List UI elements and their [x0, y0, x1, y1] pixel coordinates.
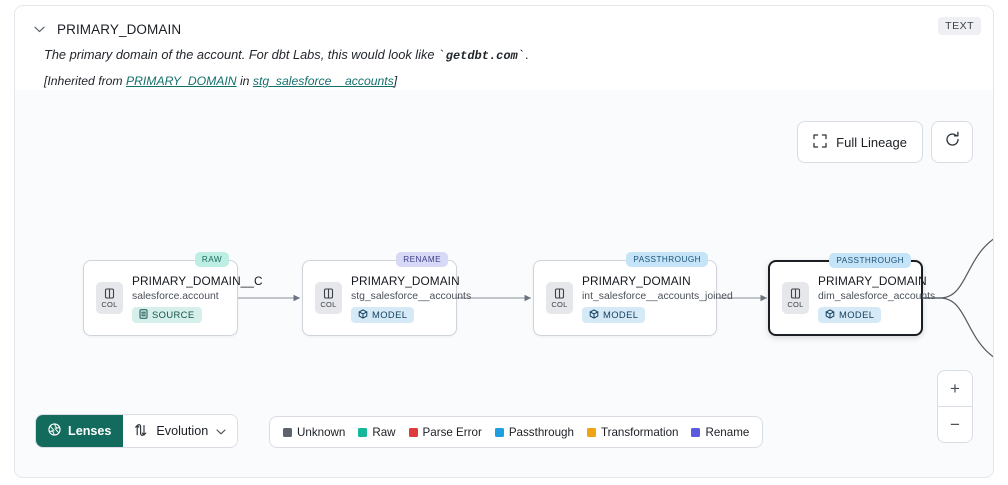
- description-suffix: .: [525, 47, 530, 62]
- node-name: PRIMARY_DOMAIN: [351, 273, 460, 288]
- column-header: PRIMARY_DOMAIN TEXT The primary domain o…: [15, 6, 993, 90]
- column-icon: COL: [96, 282, 123, 314]
- legend-swatch-unknown: [283, 427, 292, 437]
- evolution-label: Evolution: [156, 424, 209, 438]
- node-body: PRIMARY_DOMAIN stg_salesforce__accounts …: [351, 274, 471, 323]
- column-badge-label: COL: [320, 300, 337, 310]
- node-type-label: MODEL: [839, 309, 875, 320]
- refresh-button[interactable]: [931, 121, 973, 163]
- description-text: The primary domain of the account. For d…: [44, 47, 439, 62]
- inherited-middle: in: [236, 74, 253, 88]
- legend-label: Raw: [372, 425, 396, 439]
- node-tag: PASSTHROUGH: [626, 252, 708, 267]
- legend-label: Unknown: [297, 425, 346, 439]
- lineage-legend: Unknown Raw Parse Error Passthrough Tran…: [269, 416, 764, 448]
- cube-icon: [589, 308, 599, 321]
- zoom-in-button[interactable]: +: [938, 371, 972, 407]
- chevron-down-icon: [216, 424, 226, 438]
- legend-label: Parse Error: [422, 425, 482, 439]
- full-lineage-button[interactable]: Full Lineage: [797, 121, 923, 163]
- node-path: int_salesforce__accounts_joined: [582, 290, 733, 302]
- zoom-out-button[interactable]: −: [950, 414, 960, 434]
- inherited-model-link[interactable]: stg_salesforce__accounts: [252, 74, 394, 88]
- node-tag: PASSTHROUGH: [829, 253, 911, 268]
- inherited-column-link[interactable]: PRIMARY_DOMAIN: [125, 74, 237, 88]
- node-path: dim_salesforce_accounts: [818, 290, 936, 302]
- lenses-label: Lenses: [68, 424, 112, 438]
- lenses-button[interactable]: Lenses: [36, 415, 124, 447]
- inherited-prefix: [Inherited from: [44, 74, 126, 88]
- column-lineage-panel: PRIMARY_DOMAIN TEXT The primary domain o…: [14, 5, 994, 478]
- column-icon: COL: [546, 282, 573, 314]
- node-body: PRIMARY_DOMAIN dim_salesforce_accounts M…: [818, 274, 935, 323]
- aperture-icon: [48, 423, 61, 439]
- expand-icon: [813, 133, 827, 151]
- lenses-toolbar: Lenses Evolution: [35, 414, 239, 448]
- node-type-label: SOURCE: [152, 309, 195, 320]
- legend-swatch-parse-error: [408, 427, 418, 437]
- cube-icon: [358, 308, 368, 321]
- legend-swatch-passthrough: [494, 427, 504, 437]
- column-icon: COL: [782, 282, 809, 314]
- node-type-badge: MODEL: [582, 306, 646, 323]
- legend-item: Parse Error: [408, 425, 482, 439]
- legend-label: Transformation: [600, 425, 679, 439]
- node-type-label: MODEL: [603, 309, 639, 320]
- evolution-dropdown[interactable]: Evolution: [123, 415, 238, 447]
- evolution-icon: [134, 423, 148, 440]
- legend-item: Unknown: [283, 426, 345, 439]
- lineage-node[interactable]: RENAME COL PRIMARY_DOMAIN stg_salesforce…: [302, 252, 471, 336]
- column-description: The primary domain of the account. For d…: [44, 47, 530, 63]
- node-type-badge: MODEL: [818, 306, 882, 323]
- node-name: PRIMARY_DOMAIN: [818, 273, 927, 288]
- legend-item: Raw: [358, 425, 396, 439]
- node-path: salesforce.account: [132, 290, 219, 302]
- page-title: PRIMARY_DOMAIN: [57, 21, 182, 37]
- node-body: PRIMARY_DOMAIN int_salesforce__accounts_…: [582, 274, 733, 323]
- column-badge-label: COL: [101, 300, 118, 310]
- legend-swatch-raw: [358, 427, 368, 437]
- refresh-icon: [944, 131, 961, 153]
- inherited-from-note: [Inherited from PRIMARY_DOMAIN in stg_sa…: [44, 74, 397, 88]
- lineage-node[interactable]: PASSTHROUGH COL PRIMARY_DOMAIN int_sales…: [533, 252, 733, 336]
- cube-icon: [825, 308, 835, 321]
- inherited-suffix: ]: [393, 74, 398, 88]
- canvas-controls: Full Lineage: [797, 121, 973, 163]
- lineage-node[interactable]: RAW COL PRIMARY_DOMAIN__C salesforce.acc…: [83, 252, 263, 336]
- lineage-node-selected[interactable]: PASSTHROUGH COL PRIMARY_DOMAIN dim_sales…: [768, 253, 935, 336]
- database-icon: [139, 308, 148, 321]
- column-badge-label: COL: [551, 300, 568, 310]
- node-body: PRIMARY_DOMAIN__C salesforce.account SOU…: [132, 274, 263, 323]
- description-code: getdbt.com: [445, 49, 518, 63]
- node-tag: RENAME: [396, 252, 448, 267]
- lineage-canvas[interactable]: Full Lineage RAW COL PRIMARY_DOMAIN__C: [15, 90, 993, 477]
- node-path: stg_salesforce__accounts: [351, 290, 472, 302]
- legend-swatch-rename: [691, 427, 701, 437]
- chevron-down-icon[interactable]: [27, 17, 51, 41]
- legend-item: Passthrough: [494, 425, 574, 439]
- node-tag: RAW: [194, 252, 229, 267]
- node-type-badge: SOURCE: [132, 306, 202, 323]
- node-name: PRIMARY_DOMAIN: [582, 273, 691, 288]
- column-icon: COL: [315, 282, 342, 314]
- legend-label: Passthrough: [508, 425, 574, 439]
- legend-swatch-transformation: [586, 427, 596, 437]
- full-lineage-label: Full Lineage: [836, 134, 907, 150]
- column-type-badge: TEXT: [938, 17, 981, 35]
- legend-item: Transformation: [586, 425, 679, 439]
- node-type-label: MODEL: [372, 309, 408, 320]
- node-type-badge: MODEL: [351, 306, 415, 323]
- legend-label: Rename: [705, 425, 750, 439]
- lineage-edges: [236, 238, 993, 358]
- column-badge-label: COL: [787, 300, 804, 310]
- legend-item: Rename: [691, 426, 749, 439]
- column-header-row: PRIMARY_DOMAIN: [15, 16, 181, 42]
- node-name: PRIMARY_DOMAIN__C: [132, 273, 263, 288]
- zoom-controls: + −: [937, 370, 973, 443]
